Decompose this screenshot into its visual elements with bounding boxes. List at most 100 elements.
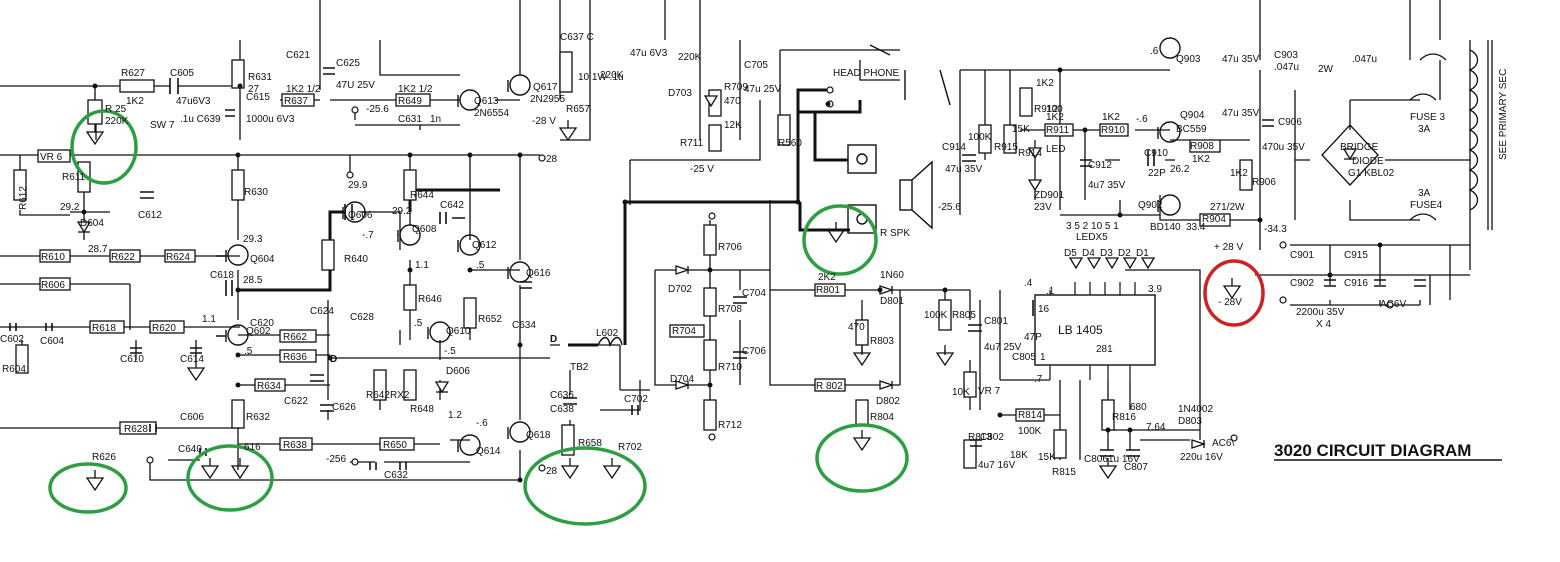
lbl-5b: .5 — [476, 260, 485, 271]
lbl-c618: C618 — [210, 270, 234, 281]
lbl-r625: R 25 — [105, 104, 127, 115]
lbl-1n60: 1N60 — [880, 270, 904, 281]
lbl-29a: 29.9 — [348, 180, 368, 191]
lbl-c606: C606 — [180, 412, 204, 423]
lbl-r631: R631 — [248, 72, 272, 83]
lbl-r662: R662 — [283, 332, 307, 343]
lbl-c637: C637 C — [560, 32, 594, 43]
lbl-bc559: BC559 — [1176, 124, 1207, 135]
lbl-q904: Q904 — [1180, 110, 1205, 121]
lbl-12k: 12K — [724, 120, 742, 131]
lbl-d703: D703 — [668, 88, 692, 99]
lbl-m25: -25 V — [690, 164, 714, 175]
green-circle-6 — [815, 423, 909, 493]
lbl-c806: C806 — [1084, 454, 1108, 465]
lbl-r620: R620 — [152, 323, 176, 334]
lbl-c612: C612 — [138, 210, 162, 221]
lbl-g1kbl02: G1 KBL02 — [1348, 168, 1395, 179]
lbl-q903: Q903 — [1176, 54, 1201, 65]
lbl-262: 26.2 — [1170, 164, 1190, 175]
lbl-c807: C807 — [1124, 462, 1148, 473]
lbl-d801: D801 — [880, 296, 904, 307]
lbl-100kb: 100K — [1018, 426, 1042, 437]
lbl-c620: C620 — [250, 318, 274, 329]
lbl-c910: C910 — [1144, 148, 1168, 159]
lbl-cap47u: 47u6V3 — [176, 96, 211, 107]
lbl-271: 271/2W — [1210, 202, 1245, 213]
lbl-tb2: TB2 — [570, 362, 589, 373]
lbl-c640: C640 — [178, 444, 202, 455]
lbl-470: 470 — [724, 96, 741, 107]
lbl-c639: .1u C639 — [180, 114, 221, 125]
diodes — [76, 95, 1379, 449]
lbl-r220k: 220K — [600, 70, 624, 81]
lbl-pin281: 281 — [1096, 344, 1113, 355]
lbl-r630: R630 — [244, 187, 268, 198]
lbl-d4: D4 — [1082, 248, 1095, 259]
lbl-c624: C624 — [310, 306, 334, 317]
lbl-d803: D803 — [1178, 416, 1202, 427]
lbl-r644: R644 — [410, 190, 434, 201]
lbl-markD: D — [330, 354, 337, 365]
lbl-c615: C615 — [246, 92, 270, 103]
lbl-1k2c: 1K2 — [1036, 78, 1054, 89]
lbl-q606: Q606 — [348, 210, 373, 221]
lbl-x4: X 4 — [1316, 319, 1331, 330]
lbl-q614: Q614 — [476, 446, 501, 457]
lbl-c602: C602 — [0, 334, 24, 345]
lbl-p28: + 28 V — [1214, 242, 1244, 253]
lbl-pin39: 3.9 — [1148, 284, 1162, 295]
lbl-r912: R912 — [1034, 104, 1058, 115]
lbl-r914: R914 — [1018, 148, 1042, 159]
lbl-c905: 47u 35V — [1222, 54, 1260, 65]
lbl-c621: C621 — [286, 50, 310, 61]
lbl-c604: C604 — [40, 336, 64, 347]
lbl-680: 680 — [1130, 402, 1147, 413]
lbl-fuse4: FUSE4 — [1410, 200, 1443, 211]
lbl-r802: R 802 — [816, 381, 843, 392]
lbl-m28: - 28V — [1218, 297, 1242, 308]
lbl-ac6a: AC6\ — [1212, 438, 1234, 449]
lbl-d802: D802 — [876, 396, 900, 407]
lbl-r702: R702 — [618, 442, 642, 453]
lbl-q602: Q602 — [246, 326, 271, 337]
lbl-q612: Q612 — [472, 240, 497, 251]
jacks-speaker — [597, 44, 951, 348]
lbl-d604: D604 — [80, 218, 104, 229]
lbl-r636: R636 — [283, 352, 307, 363]
lbl-470b: 470 — [848, 322, 865, 333]
lbl-c626: C626 — [332, 402, 356, 413]
lbl-r606: R606 — [41, 280, 65, 291]
lbl-c615v: 1000u 6V3 — [246, 114, 295, 125]
lbl-3ab: 3A — [1418, 188, 1431, 199]
lbl-sw7: SW 7 — [150, 120, 175, 131]
lbl-c634: C634 — [512, 320, 536, 331]
lbl-d1: D1 — [1136, 248, 1149, 259]
lbl-r622: R622 — [111, 252, 135, 263]
lbl-r634: R634 — [257, 381, 281, 392]
lbl-r911: R911 — [1046, 125, 1070, 136]
lbl-pin7: .7 — [1034, 374, 1043, 385]
lbl-c622: C622 — [284, 396, 308, 407]
lbl-q617: Q617 — [533, 82, 558, 93]
lbl-q613t: 2N6554 — [474, 108, 509, 119]
lbl-23v: 23V — [1034, 202, 1052, 213]
lbl-11: 1.1 — [202, 314, 216, 325]
red-circle — [1203, 259, 1265, 327]
component-labels: R627 C605 1K2 47u6V3 SW 7 .1u C639 R 25 … — [0, 32, 1509, 481]
lbl-r637: R637 — [284, 96, 308, 107]
lbl-c901: C901 — [1290, 250, 1314, 261]
lbl-q47: 47u 6V3 — [630, 48, 668, 59]
lbl-c705: C705 — [744, 60, 768, 71]
lbl-r710: R710 — [718, 362, 742, 373]
capacitors — [9, 67, 1426, 470]
lbl-headphone: HEAD PHONE — [833, 68, 899, 79]
lbl-r711: R711 — [680, 138, 704, 149]
lbl-c801: C801 — [984, 316, 1008, 327]
lbl-616: 616 — [244, 442, 261, 453]
lbl-15kb: 15K — [1012, 124, 1030, 135]
lbl-ac6v: AC6V — [1380, 299, 1406, 310]
lbl-c914: C914 — [942, 142, 966, 153]
lbl-bridge: BRIDGE — [1340, 142, 1379, 153]
